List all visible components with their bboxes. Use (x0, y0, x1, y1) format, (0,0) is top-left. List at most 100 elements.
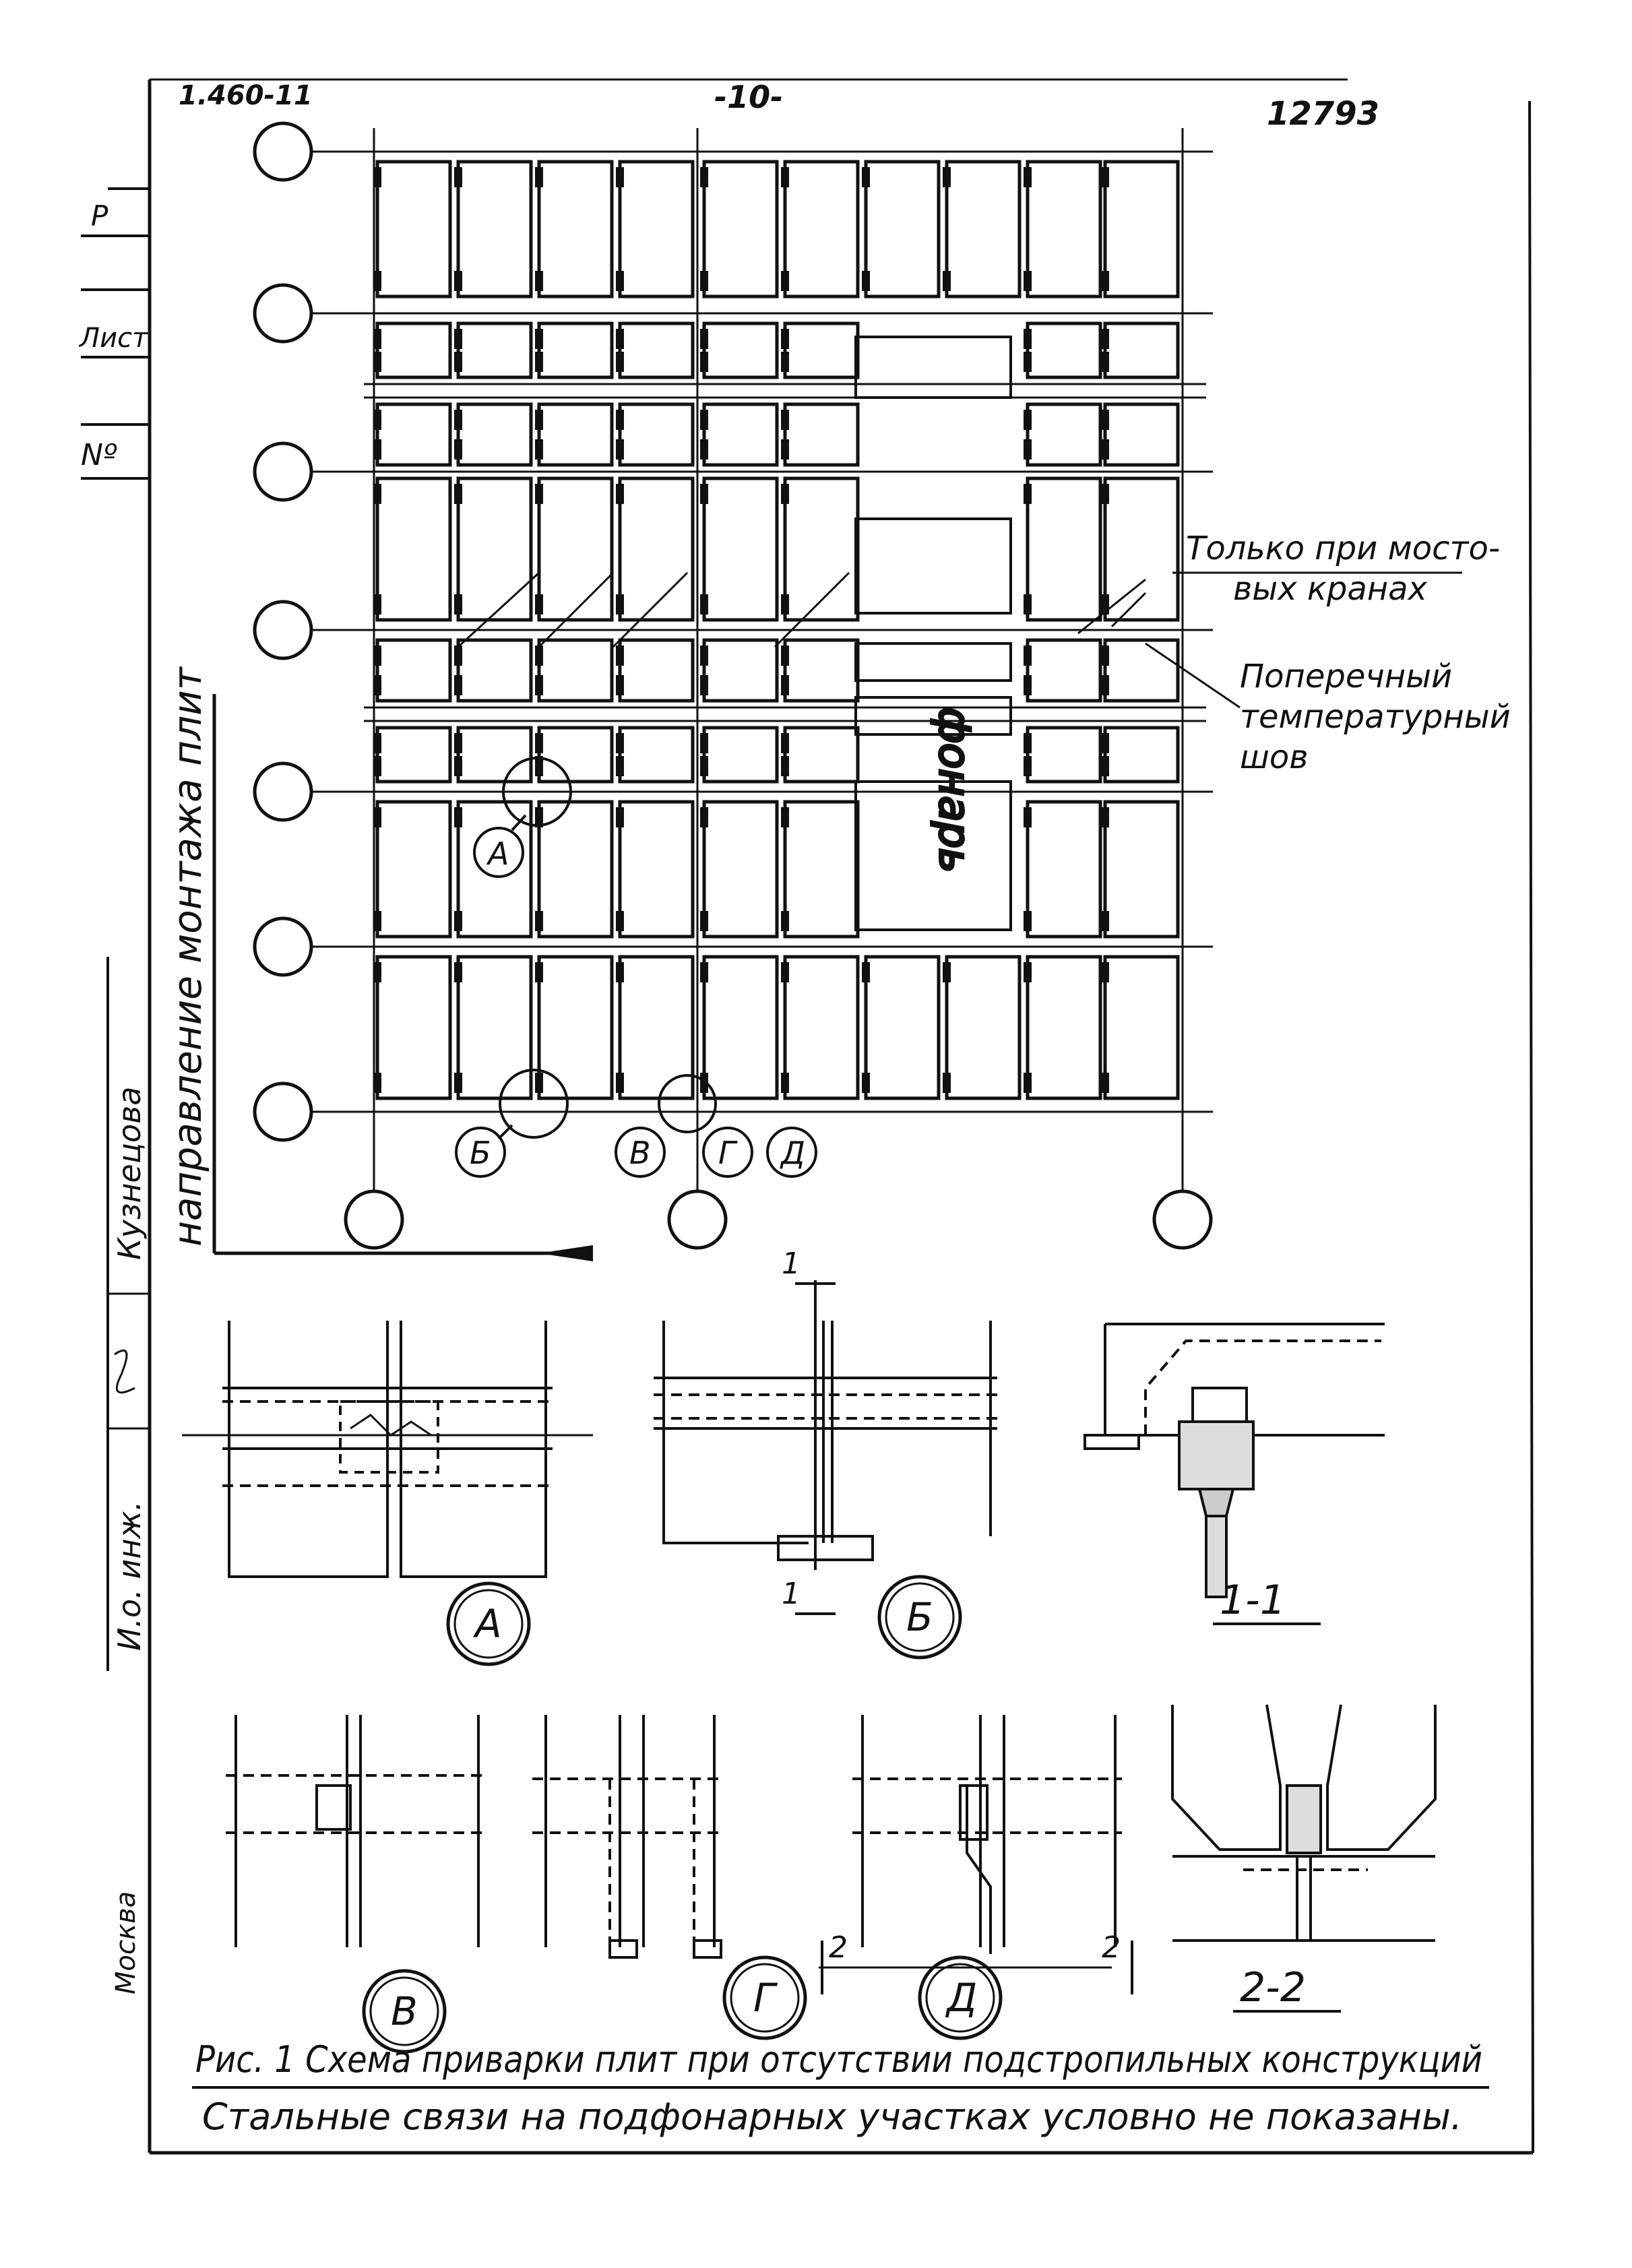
weld-mark (700, 645, 708, 666)
weld-mark (616, 167, 624, 187)
weld-mark (943, 1073, 951, 1093)
marker-b: Б (470, 1135, 491, 1171)
weld-mark (616, 484, 624, 504)
note-joint-line2: температурный (1240, 698, 1511, 736)
weld-mark (1101, 484, 1109, 504)
weld-mark (700, 675, 708, 695)
weld-mark (700, 756, 708, 776)
roof-slab (375, 476, 452, 622)
roof-slab (702, 638, 779, 703)
weld-mark (535, 807, 543, 827)
roof-slab (537, 321, 614, 379)
weld-mark (454, 410, 462, 430)
weld-mark (373, 594, 381, 615)
weld-mark (1024, 962, 1032, 982)
weld-mark (454, 675, 462, 695)
weld-mark (1024, 756, 1032, 776)
detail-g-drawing (532, 1715, 722, 1959)
plan-marker-labels: А Б В Г Д (470, 836, 805, 1171)
roof-slab (702, 726, 779, 784)
roof-slab (537, 476, 614, 622)
roof-slab (375, 402, 452, 467)
weld-mark (1101, 439, 1109, 460)
roof-slab (618, 726, 695, 784)
weld-mark (781, 807, 789, 827)
section-1-1-label-group: 1-1 (1213, 1577, 1321, 1625)
weld-mark (1024, 439, 1032, 460)
roof-slab (1026, 638, 1102, 703)
detail-d-drawing (819, 1715, 1133, 1994)
weld-mark (1024, 645, 1032, 666)
weld-mark (781, 675, 789, 695)
weld-mark (454, 484, 462, 504)
weld-mark (616, 807, 624, 827)
section-1-1-drawing (1084, 1323, 1385, 1598)
roof-slab (1103, 402, 1180, 467)
weld-mark (535, 594, 543, 615)
detail-a-drawing (182, 1321, 593, 1578)
weld-mark (700, 329, 708, 349)
strip-fragment-top: Р (91, 199, 108, 232)
roof-slab (1026, 402, 1102, 467)
weld-mark (1101, 271, 1109, 291)
weld-mark (373, 962, 381, 982)
roof-slab (864, 955, 941, 1100)
plan-slabs (373, 160, 1180, 1100)
roof-slab (702, 160, 779, 298)
weld-mark (1101, 675, 1109, 695)
note-joint-line3: шов (1240, 738, 1309, 776)
weld-mark (535, 439, 543, 460)
weld-mark (454, 756, 462, 776)
direction-label: направление монтажа плит (164, 666, 210, 1247)
weld-mark (1024, 733, 1032, 753)
roof-slab (783, 726, 860, 784)
weld-mark (862, 167, 870, 187)
weld-mark (781, 329, 789, 349)
weld-mark (373, 439, 381, 460)
weld-mark (616, 410, 624, 430)
weld-mark (373, 675, 381, 695)
roof-slab (456, 160, 533, 298)
weld-mark (1024, 484, 1032, 504)
weld-mark (373, 410, 381, 430)
weld-mark (616, 675, 624, 695)
roof-slab (537, 160, 614, 298)
page-number: -10- (714, 79, 783, 115)
weld-mark (700, 439, 708, 460)
strip-position: И.о. инж. (111, 1501, 148, 1651)
roof-slab (1103, 800, 1180, 939)
strip-city: Москва (111, 1891, 142, 1994)
weld-mark (781, 733, 789, 753)
weld-mark (454, 807, 462, 827)
weld-mark (1024, 1073, 1032, 1093)
roof-slab (456, 402, 533, 467)
weld-mark (1101, 807, 1109, 827)
roof-slab (1103, 955, 1180, 1100)
roof-slab (1026, 800, 1102, 939)
weld-mark (373, 352, 381, 372)
roof-slab (456, 800, 533, 939)
detail-b-badge: 1 1 Б (782, 1247, 962, 1660)
weld-mark (1101, 733, 1109, 753)
weld-mark (1101, 911, 1109, 931)
weld-mark (781, 756, 789, 776)
roof-slab (864, 160, 941, 298)
weld-mark (454, 594, 462, 615)
roof-slab (375, 321, 452, 379)
axis-bubble-row (253, 121, 313, 182)
roof-slab (783, 800, 860, 939)
weld-mark (616, 439, 624, 460)
roof-slab (783, 402, 860, 467)
roof-slab (702, 402, 779, 467)
weld-mark (454, 167, 462, 187)
weld-mark (373, 271, 381, 291)
weld-mark (1024, 329, 1032, 349)
weld-mark (943, 962, 951, 982)
weld-mark (700, 352, 708, 372)
weld-mark (700, 410, 708, 430)
weld-mark (616, 594, 624, 615)
weld-mark (373, 756, 381, 776)
skylight-label: фонарь (930, 707, 979, 873)
detail-g-label: Г (753, 1975, 778, 2021)
cut-mark-2-right: 2 (1102, 1930, 1121, 1965)
